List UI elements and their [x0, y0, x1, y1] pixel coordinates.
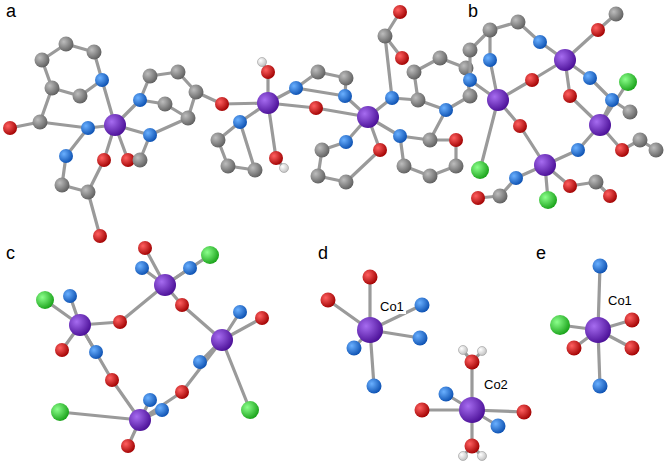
panel-c-core — [36, 241, 269, 453]
panel-b-cluster — [463, 7, 664, 210]
atom-label: Co1 — [606, 294, 634, 308]
panel-a-chain — [3, 5, 478, 243]
panel-letter: e — [534, 244, 548, 264]
panel-e-coordination — [550, 259, 640, 394]
panel-letter: b — [466, 2, 480, 22]
panel-letter: d — [316, 244, 330, 264]
atom-label: Co1 — [378, 300, 406, 314]
panel-d-coordination — [321, 270, 532, 461]
panel-letter: a — [4, 2, 18, 22]
atom-label: Co2 — [482, 378, 510, 392]
panel-letter: c — [4, 244, 17, 264]
